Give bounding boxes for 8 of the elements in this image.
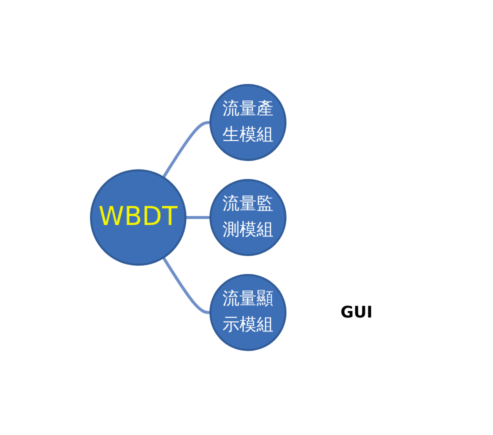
node-circle: WBDT	[90, 169, 186, 266]
node-circle: 流量監測模組	[209, 179, 286, 256]
connector	[162, 256, 210, 314]
node-label: GUI	[340, 302, 372, 322]
connector	[162, 121, 210, 178]
connector	[185, 216, 210, 219]
node-circle: 流量產生模組	[209, 84, 286, 161]
node-circle: 流量顯示模組	[209, 274, 286, 351]
